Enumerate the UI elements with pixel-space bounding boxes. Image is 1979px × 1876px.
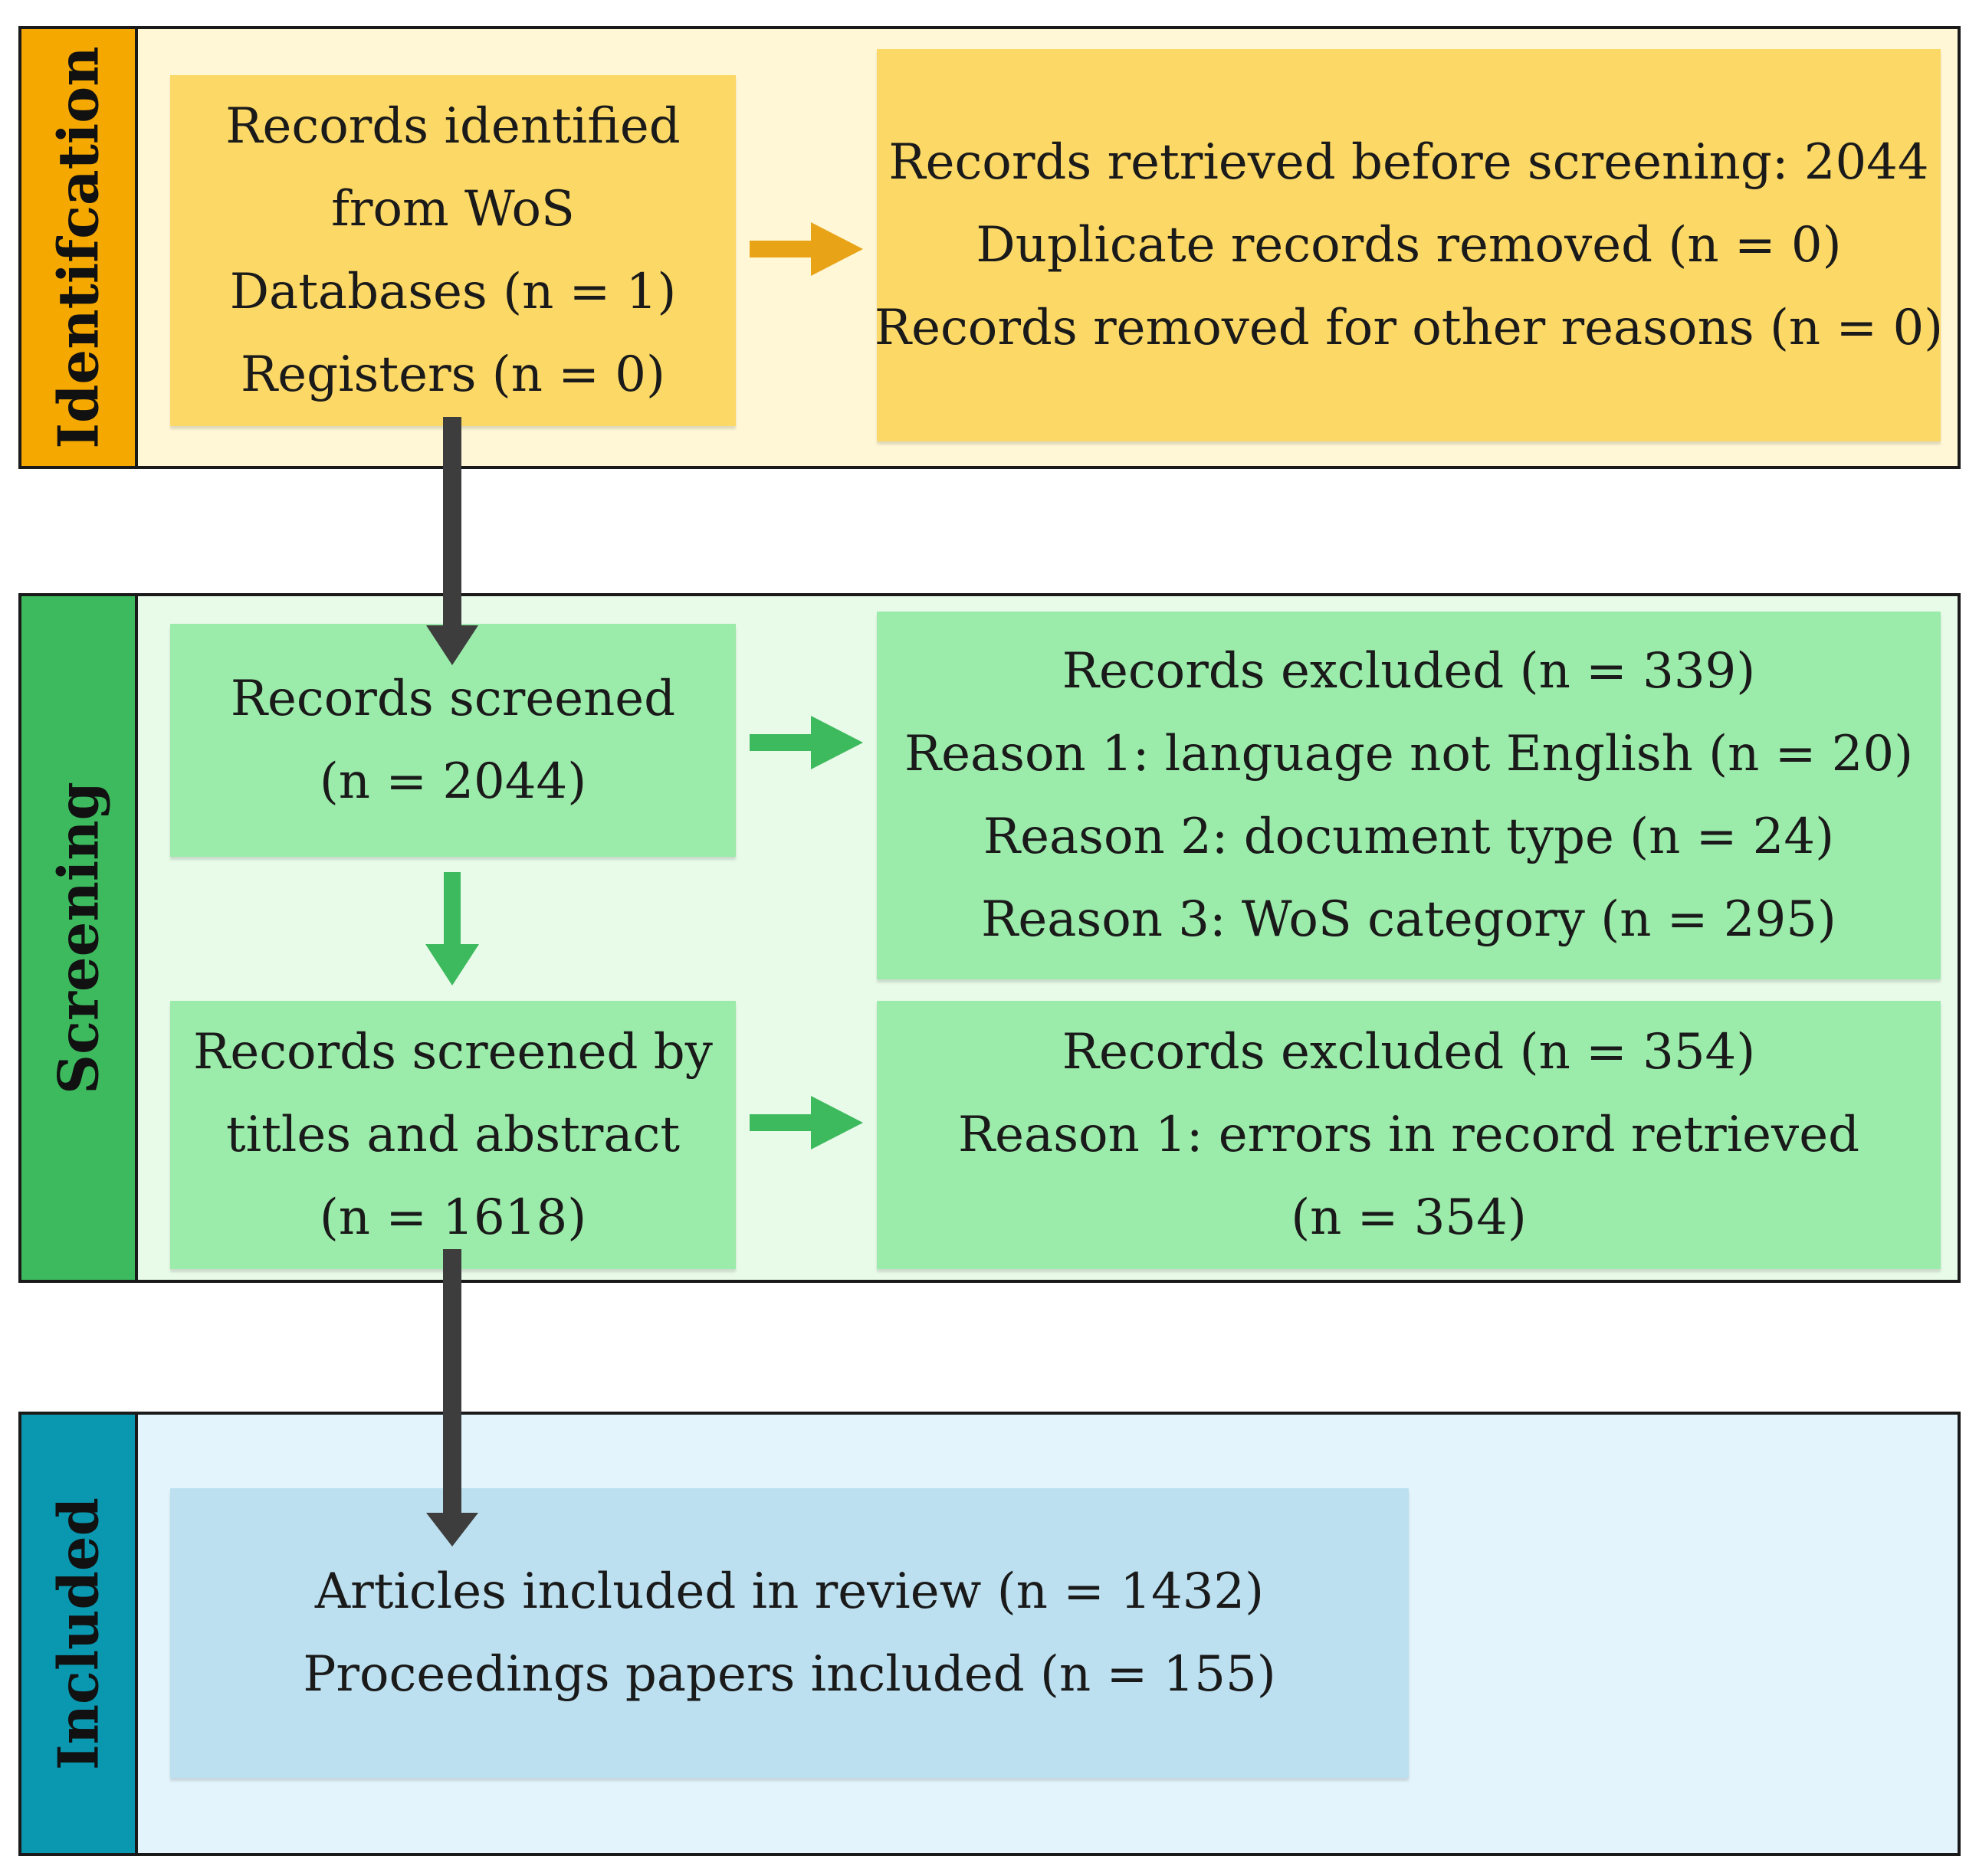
records-identified-line-3: Databases (n = 1) — [229, 264, 677, 320]
included-tab: Included — [21, 1415, 138, 1853]
records-removed-line-2: Duplicate records removed (n = 0) — [976, 217, 1842, 274]
records-excluded-1-line-4: Reason 3: WoS category (n = 295) — [981, 891, 1836, 948]
articles-included-line-1: Articles included in review (n = 1432) — [314, 1563, 1265, 1620]
records-excluded-2-line-3: (n = 354) — [1291, 1189, 1527, 1246]
records-excluded-box-2: Records excluded (n = 354) Reason 1: err… — [877, 1001, 1941, 1269]
records-excluded-1-line-1: Records excluded (n = 339) — [1062, 643, 1756, 700]
arrow-identified-to-removed — [750, 222, 863, 276]
records-removed-line-1: Records retrieved before screening: 2044 — [888, 134, 1929, 191]
records-excluded-box-1: Records excluded (n = 339) Reason 1: lan… — [877, 612, 1941, 979]
arrow-titles-to-included — [426, 1249, 478, 1546]
arrow-screened-to-titles — [425, 872, 479, 986]
records-identified-line-4: Registers (n = 0) — [241, 346, 665, 403]
records-screened-line-1: Records screened — [230, 671, 676, 727]
titles-abstract-line-1: Records screened by — [193, 1024, 713, 1081]
articles-included-box: Articles included in review (n = 1432) P… — [170, 1488, 1409, 1778]
screening-tab: Screening — [21, 596, 138, 1280]
arrow-screened-to-excluded-1 — [750, 716, 863, 769]
records-excluded-2-line-2: Reason 1: errors in record retrieved — [957, 1107, 1860, 1163]
records-excluded-2-line-1: Records excluded (n = 354) — [1062, 1024, 1756, 1081]
records-identified-box: Records identified from WoS Databases (n… — [170, 75, 736, 426]
records-excluded-1-line-3: Reason 2: document type (n = 24) — [983, 808, 1835, 865]
arrow-identified-to-screened — [426, 417, 478, 665]
identification-tab: Identifcation — [21, 29, 138, 466]
records-removed-box: Records retrieved before screening: 2044… — [874, 49, 1944, 441]
titles-abstract-line-3: (n = 1618) — [319, 1189, 587, 1246]
records-identified-line-2: from WoS — [331, 181, 575, 238]
arrow-titles-to-excluded-2 — [750, 1096, 863, 1150]
records-screened-line-2: (n = 2044) — [319, 753, 587, 810]
records-removed-line-3: Records removed for other reasons (n = 0… — [874, 300, 1944, 356]
titles-abstract-box: Records screened by titles and abstract … — [170, 1001, 736, 1269]
articles-included-line-2: Proceedings papers included (n = 155) — [303, 1646, 1276, 1703]
records-excluded-1-line-2: Reason 1: language not English (n = 20) — [904, 726, 1914, 782]
titles-abstract-line-2: titles and abstract — [225, 1107, 681, 1163]
records-identified-line-1: Records identified — [225, 98, 681, 155]
